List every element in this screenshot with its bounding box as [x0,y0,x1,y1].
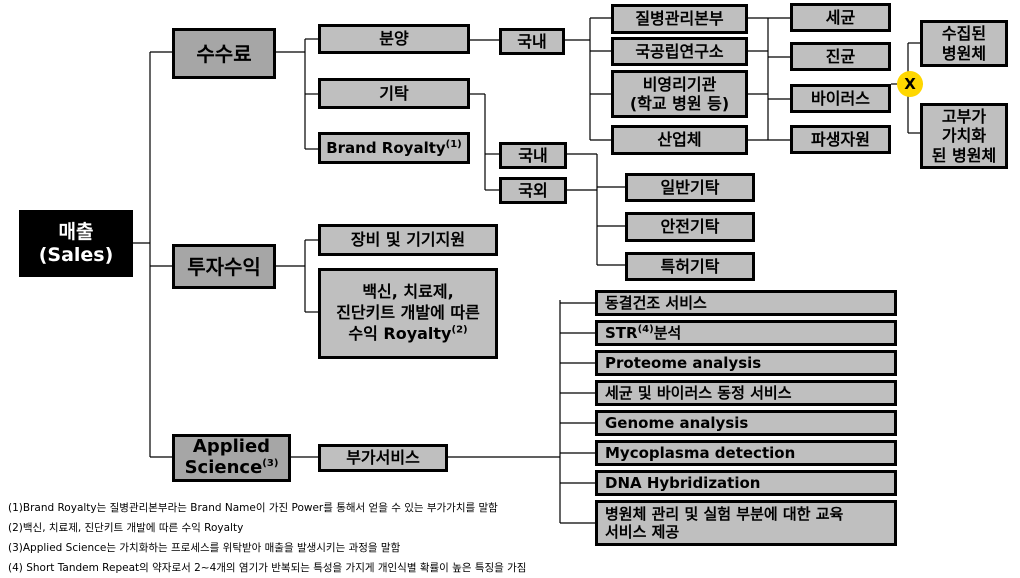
node-pathogen-derived: 파생자원 [790,125,891,154]
node-source-public-institute-label: 국공립연구소 [635,41,724,61]
service-education-label-1: 병원체 관리 및 실험 부분에 대한 교육 [605,505,844,523]
node-brand-royalty: Brand Royalty(1) [318,132,470,164]
node-consignment-label: 기탁 [379,83,409,103]
x-cross-marker: X [897,71,923,97]
node-applied-science: Applied Science(3) [172,434,291,482]
node-fees-label: 수수료 [196,41,252,66]
service-dna-hybridization: DNA Hybridization [595,470,897,496]
footnotes: (1)Brand Royalty는 질병관리본부라는 Brand Name이 가… [8,498,526,578]
node-fees: 수수료 [172,28,276,79]
node-applied-label-1: Applied [192,436,271,458]
service-freeze-drying-label: 동결건조 서비스 [605,294,707,312]
node-source-industry-label: 산업체 [657,130,702,150]
service-education: 병원체 관리 및 실험 부분에 대한 교육 서비스 제공 [595,500,897,546]
node-royalty-label-2: 진단키트 개발에 따른 [336,303,480,323]
node-high-value-label-3: 된 병원체 [931,145,997,165]
node-distribution-domestic-label: 국내 [517,31,547,51]
node-distribution-domestic: 국내 [499,28,565,55]
root-label-english: (Sales) [38,243,114,266]
node-consign-general: 일반기탁 [625,173,755,202]
node-consignment: 기탁 [318,78,470,109]
root-label-korean: 매출 [58,220,94,243]
footnote-3: (3)Applied Science는 가치화하는 프로세스를 위탁받아 매출을… [8,542,401,554]
node-equipment-support-label: 장비 및 기기지원 [350,230,466,250]
node-source-kcdc: 질병관리본부 [611,4,748,34]
node-investment-label: 투자수익 [187,254,261,279]
node-royalty-revenue: 백신, 치료제, 진단키트 개발에 따른 수익 Royalty(2) [318,268,498,359]
node-royalty-label-1: 백신, 치료제, [362,282,454,302]
node-pathogen-fungi: 진균 [790,42,891,71]
node-distribution-label: 분양 [379,29,409,49]
footnote-2: (2)백신, 치료제, 진단키트 개발에 따른 수익 Royalty [8,522,244,534]
node-pathogen-bacteria: 세균 [790,3,891,32]
service-proteome: Proteome analysis [595,350,897,376]
node-applied-label-2: Science(3) [184,457,279,478]
node-consignment-domestic: 국내 [499,142,567,169]
service-str-analysis: STR(4)분석 [595,320,897,346]
service-mycoplasma: Mycoplasma detection [595,440,897,466]
root-node-sales: 매출 (Sales) [19,210,133,277]
service-proteome-label: Proteome analysis [605,354,762,372]
service-str-analysis-label: STR(4)분석 [605,324,682,342]
service-genome: Genome analysis [595,410,897,436]
node-consignment-foreign: 국외 [499,177,567,204]
service-dna-hybridization-label: DNA Hybridization [605,474,761,492]
node-additional-services: 부가서비스 [318,444,448,472]
node-distribution: 분양 [318,24,470,54]
node-source-public-institute: 국공립연구소 [611,37,748,66]
node-equipment-support: 장비 및 기기지원 [318,224,498,256]
service-mycoplasma-label: Mycoplasma detection [605,444,796,462]
footnote-4: (4) Short Tandem Repeat의 약자로서 2~4개의 염기가 … [8,562,527,574]
node-royalty-label-3: 수익 Royalty(2) [348,323,468,343]
node-consign-safety: 안전기탁 [625,212,755,242]
node-pathogen-virus: 바이러스 [790,84,891,113]
node-collected-label-2: 병원체 [941,43,987,63]
node-brand-royalty-label: Brand Royalty(1) [326,139,462,157]
node-high-value-label-2: 가치화 [941,126,987,146]
node-collected-label-1: 수집된 [941,24,987,44]
node-consignment-foreign-label: 국외 [518,180,548,200]
node-consign-patent-label: 특허기탁 [660,256,720,276]
node-source-industry: 산업체 [611,125,748,155]
node-high-value-label-1: 고부가 [941,107,987,127]
service-identification: 세균 및 바이러스 동정 서비스 [595,380,897,406]
footnote-1: (1)Brand Royalty는 질병관리본부라는 Brand Name이 가… [8,502,498,514]
node-source-nonprofit-label-2: (학교 병원 등) [629,94,730,113]
node-pathogen-bacteria-label: 세균 [825,7,856,27]
node-source-nonprofit: 비영리기관 (학교 병원 등) [611,70,748,118]
node-consign-safety-label: 안전기탁 [660,217,720,237]
node-consignment-domestic-label: 국내 [518,145,548,165]
service-education-label-2: 서비스 제공 [605,523,680,541]
node-source-nonprofit-label-1: 비영리기관 [642,74,717,94]
node-consign-general-label: 일반기탁 [660,177,720,197]
node-consign-patent: 특허기탁 [625,252,755,281]
node-pathogen-fungi-label: 진균 [825,46,856,66]
node-source-kcdc-label: 질병관리본부 [635,9,724,29]
node-collected-pathogen: 수집된 병원체 [920,20,1008,67]
service-genome-label: Genome analysis [605,414,749,432]
service-freeze-drying: 동결건조 서비스 [595,290,897,316]
node-high-value-pathogen: 고부가 가치화 된 병원체 [920,103,1008,169]
service-identification-label: 세균 및 바이러스 동정 서비스 [605,384,792,402]
node-additional-services-label: 부가서비스 [346,448,420,468]
node-pathogen-virus-label: 바이러스 [811,88,870,108]
x-cross-label: X [904,75,916,93]
node-pathogen-derived-label: 파생자원 [811,129,870,149]
node-investment: 투자수익 [172,244,276,289]
